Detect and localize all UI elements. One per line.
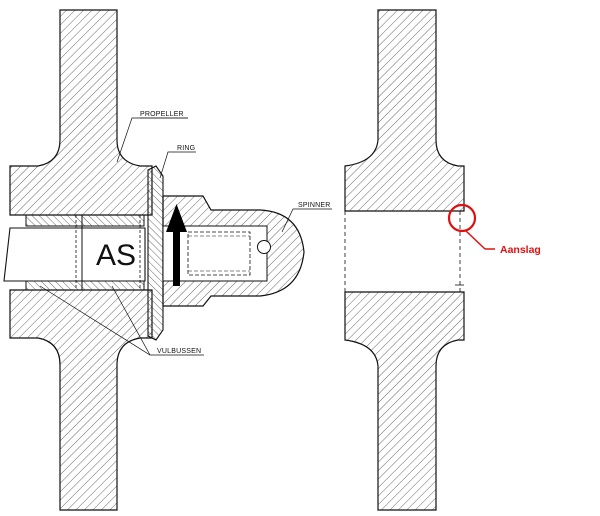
label-aanslag: Aanslag bbox=[500, 244, 541, 256]
propeller-hub-right-top bbox=[344, 9, 465, 212]
label-spinner: SPINNER bbox=[298, 202, 331, 209]
label-as: AS bbox=[96, 239, 136, 272]
vulbus-top bbox=[25, 214, 145, 227]
arrow-up-icon bbox=[166, 204, 187, 286]
propeller-hub-bottom bbox=[9, 289, 153, 511]
label-vulbussen: VULBUSSEN bbox=[157, 348, 201, 355]
right-assembly: Aanslag bbox=[344, 9, 541, 511]
propeller-hub-top bbox=[9, 9, 153, 216]
shaft-as bbox=[3, 227, 146, 282]
left-assembly: AS PROPELLER RING SPINNER VULBUSSEN bbox=[3, 9, 332, 511]
label-propeller: PROPELLER bbox=[140, 111, 184, 118]
label-ring: RING bbox=[177, 145, 195, 152]
propeller-hub-right-bottom bbox=[344, 291, 465, 511]
ring bbox=[147, 165, 164, 341]
circle-marker-icon bbox=[447, 203, 477, 233]
